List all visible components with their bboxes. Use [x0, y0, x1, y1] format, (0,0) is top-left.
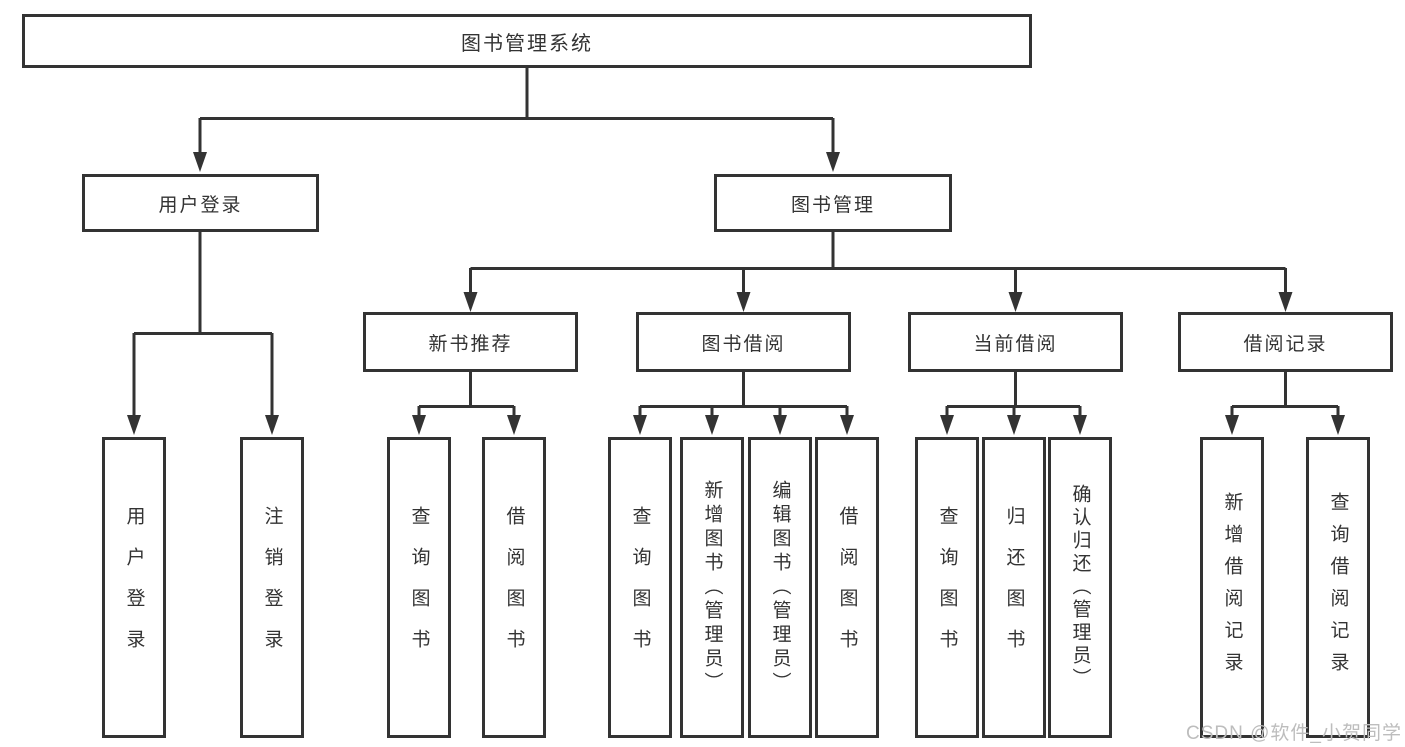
node-user-login-label: 用户登录 — [158, 194, 243, 216]
connector-current-borrow-to-leaves — [940, 372, 1087, 435]
node-leaf-query-book-3: 查询图书 — [915, 437, 979, 738]
connector-root-to-level2 — [193, 68, 840, 172]
node-leaf-logout-label: 注销登录 — [261, 505, 283, 670]
node-new-book-recommend: 新书推荐 — [363, 312, 578, 372]
node-current-borrow-label: 当前借阅 — [973, 333, 1058, 355]
node-leaf-user-login-label: 用户登录 — [123, 505, 145, 670]
node-leaf-query-book-1-label: 查询图书 — [408, 505, 430, 670]
node-leaf-borrow-book-1: 借阅图书 — [482, 437, 546, 738]
connector-new-book-recommend-to-leaves — [412, 372, 521, 435]
node-leaf-borrow-book-2-label: 借阅图书 — [836, 505, 858, 670]
node-borrow-records-label: 借阅记录 — [1243, 333, 1328, 355]
node-leaf-borrow-book-2: 借阅图书 — [815, 437, 879, 738]
connector-book-management-to-level3 — [463, 232, 1293, 312]
node-leaf-query-borrow-record-label: 查询借阅记录 — [1327, 491, 1349, 684]
node-leaf-query-book-2: 查询图书 — [608, 437, 672, 738]
node-leaf-user-login: 用户登录 — [102, 437, 166, 738]
node-leaf-logout: 注销登录 — [240, 437, 304, 738]
node-current-borrow: 当前借阅 — [908, 312, 1123, 372]
node-book-management-label: 图书管理 — [790, 194, 875, 216]
node-leaf-query-book-1: 查询图书 — [387, 437, 451, 738]
connector-book-borrow-to-leaves — [633, 372, 854, 435]
node-leaf-edit-book-admin-label: 编辑图书（管理员） — [769, 479, 791, 696]
node-borrow-records: 借阅记录 — [1178, 312, 1393, 372]
connector-borrow-records-to-leaves — [1225, 372, 1345, 435]
node-leaf-query-book-3-label: 查询图书 — [936, 505, 958, 670]
node-book-management: 图书管理 — [714, 174, 952, 232]
connector-user-login-to-leaves — [127, 232, 279, 435]
node-leaf-confirm-return-admin-label: 确认归还（管理员） — [1069, 484, 1091, 691]
node-leaf-add-borrow-record: 新增借阅记录 — [1200, 437, 1264, 738]
node-leaf-add-book-admin: 新增图书（管理员） — [680, 437, 744, 738]
node-leaf-confirm-return-admin: 确认归还（管理员） — [1048, 437, 1112, 738]
node-book-borrow: 图书借阅 — [636, 312, 851, 372]
node-leaf-return-book-label: 归还图书 — [1003, 505, 1025, 670]
node-root: 图书管理系统 — [22, 14, 1032, 68]
node-book-borrow-label: 图书借阅 — [701, 333, 786, 355]
node-leaf-edit-book-admin: 编辑图书（管理员） — [748, 437, 812, 738]
watermark: CSDN @软件_小贺同学 — [1186, 723, 1402, 744]
node-leaf-add-borrow-record-label: 新增借阅记录 — [1221, 491, 1243, 684]
node-leaf-query-book-2-label: 查询图书 — [629, 505, 651, 670]
node-leaf-return-book: 归还图书 — [982, 437, 1046, 738]
node-root-label: 图书管理系统 — [461, 32, 593, 55]
node-leaf-borrow-book-1-label: 借阅图书 — [503, 505, 525, 670]
node-leaf-query-borrow-record: 查询借阅记录 — [1306, 437, 1370, 738]
node-user-login: 用户登录 — [82, 174, 319, 232]
node-new-book-recommend-label: 新书推荐 — [428, 333, 513, 355]
node-leaf-add-book-admin-label: 新增图书（管理员） — [701, 479, 723, 696]
